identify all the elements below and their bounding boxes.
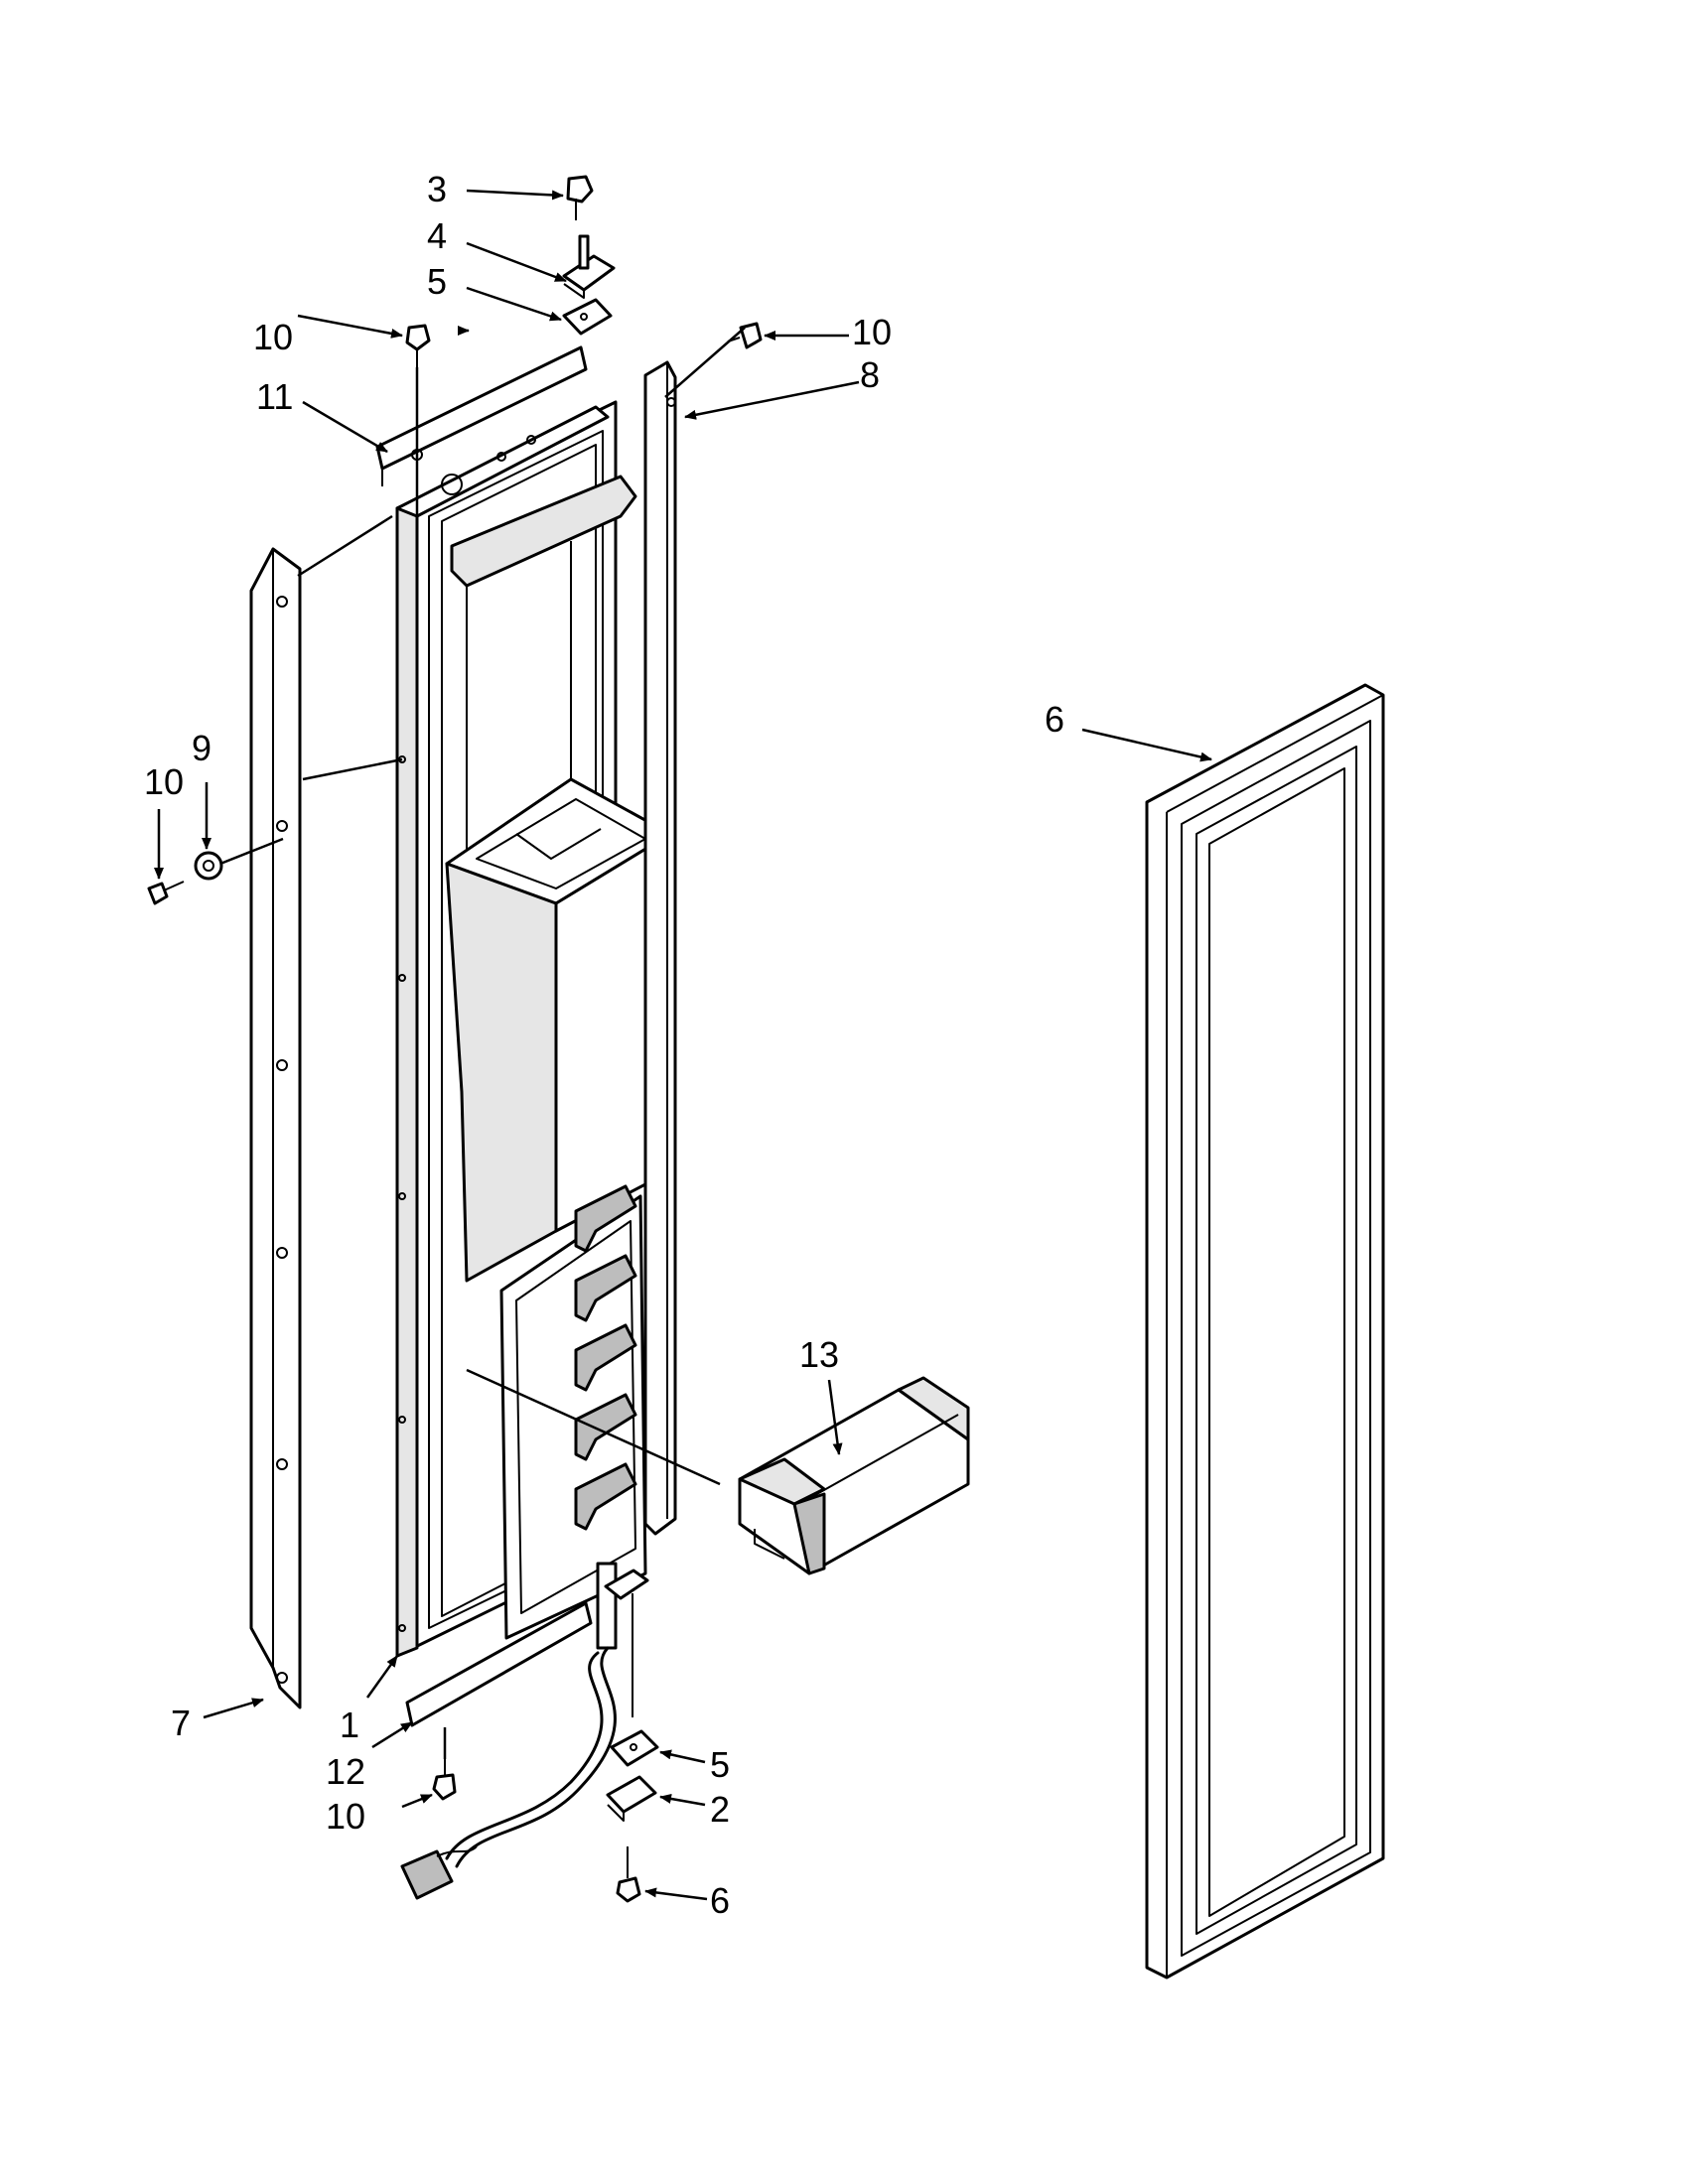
part-3-screw-top <box>566 175 594 220</box>
callout-2: 2 <box>710 1789 730 1830</box>
part-10-screw-left <box>147 881 185 905</box>
part-1-door-assembly <box>395 400 672 1658</box>
part-5-bottom-shim <box>610 1729 659 1767</box>
callout-13: 13 <box>799 1334 839 1375</box>
part-2-bottom-hinge <box>606 1775 657 1822</box>
callout-labels: 3 4 5 10 11 10 8 6 9 10 13 7 1 12 10 5 2… <box>144 169 1064 1921</box>
part-6-gasket <box>1145 683 1385 1979</box>
callout-10-right: 10 <box>852 312 892 352</box>
bin-hooks <box>574 1184 637 1531</box>
bottom-hinge-plate <box>604 1569 649 1717</box>
part-5-top-shim <box>562 298 613 336</box>
callout-3: 3 <box>427 169 447 209</box>
part-11-top-bracket <box>375 345 588 486</box>
callout-7: 7 <box>171 1703 191 1743</box>
water-tube-harness <box>400 1562 618 1900</box>
callout-5-bottom: 5 <box>710 1744 730 1785</box>
part-8-handle-trim <box>643 360 677 1536</box>
callout-arrows <box>154 189 1212 1901</box>
part-10-screw-bottom <box>432 1759 457 1801</box>
part-12-bottom-bracket <box>405 1601 593 1727</box>
part-6-screw-bottom <box>616 1846 641 1903</box>
callout-11: 11 <box>256 376 293 417</box>
callout-6-screw: 6 <box>710 1880 730 1921</box>
callout-10-left: 10 <box>144 761 184 802</box>
callout-12: 12 <box>326 1751 365 1792</box>
callout-1: 1 <box>340 1705 359 1745</box>
callout-8: 8 <box>860 354 880 395</box>
part-9-washer <box>194 851 223 881</box>
part-10-screw-top-bracket <box>405 324 431 367</box>
part-7-side-trim <box>249 547 302 1709</box>
callout-10-bottom: 10 <box>326 1796 365 1837</box>
part-13-door-bin <box>738 1376 970 1575</box>
part-4-top-hinge <box>562 234 616 299</box>
callout-4: 4 <box>427 215 447 256</box>
callout-9: 9 <box>192 728 211 768</box>
callout-10-top-bracket: 10 <box>253 317 293 357</box>
callout-6-gasket: 6 <box>1045 699 1064 740</box>
part-10-screw-right <box>727 322 763 349</box>
callout-5-top: 5 <box>427 261 447 302</box>
trim-holes <box>276 596 288 1684</box>
leader-lines <box>219 326 746 1759</box>
